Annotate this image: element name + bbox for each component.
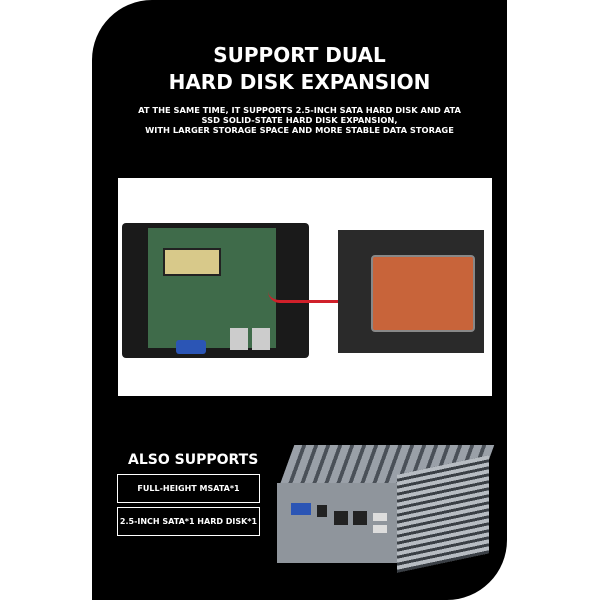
lan-port-image [252,328,270,350]
also-supports-heading: ALSO SUPPORTS [128,452,259,468]
feature-box-sata: 2.5-INCH SATA*1 HARD DISK*1 [117,507,260,536]
product-panel: SUPPORT DUAL HARD DISK EXPANSION AT THE … [92,0,507,600]
page-title: SUPPORT DUAL HARD DISK EXPANSION [92,42,507,96]
subtitle-line-1: AT THE SAME TIME, IT SUPPORTS 2.5-INCH S… [138,105,461,115]
hdmi-port-icon [317,505,327,517]
lan-port-image [230,328,248,350]
side-fins [397,455,489,573]
subtitle-line-2: SSD SOLID-STATE HARD DISK EXPANSION, [201,115,398,125]
front-panel [277,483,397,563]
subtitle-line-3: WITH LARGER STORAGE SPACE AND MORE STABL… [145,125,454,135]
usb-port-icon [373,513,387,521]
ram-module-image [163,248,221,276]
title-line-2: HARD DISK EXPANSION [168,70,431,94]
feature-box-msata: FULL-HEIGHT MSATA*1 [117,474,260,503]
vga-port-icon [291,503,311,515]
mini-pc-image [277,445,495,573]
hard-disk-image [371,255,475,332]
usb-port-icon [373,525,387,533]
lan-port-icon [334,511,348,525]
sata-cable-image [268,273,368,303]
vga-port-image [176,340,206,354]
internal-hardware-photo [118,178,492,396]
title-line-1: SUPPORT DUAL [213,43,386,67]
lan-port-icon [353,511,367,525]
subtitle: AT THE SAME TIME, IT SUPPORTS 2.5-INCH S… [92,105,507,135]
